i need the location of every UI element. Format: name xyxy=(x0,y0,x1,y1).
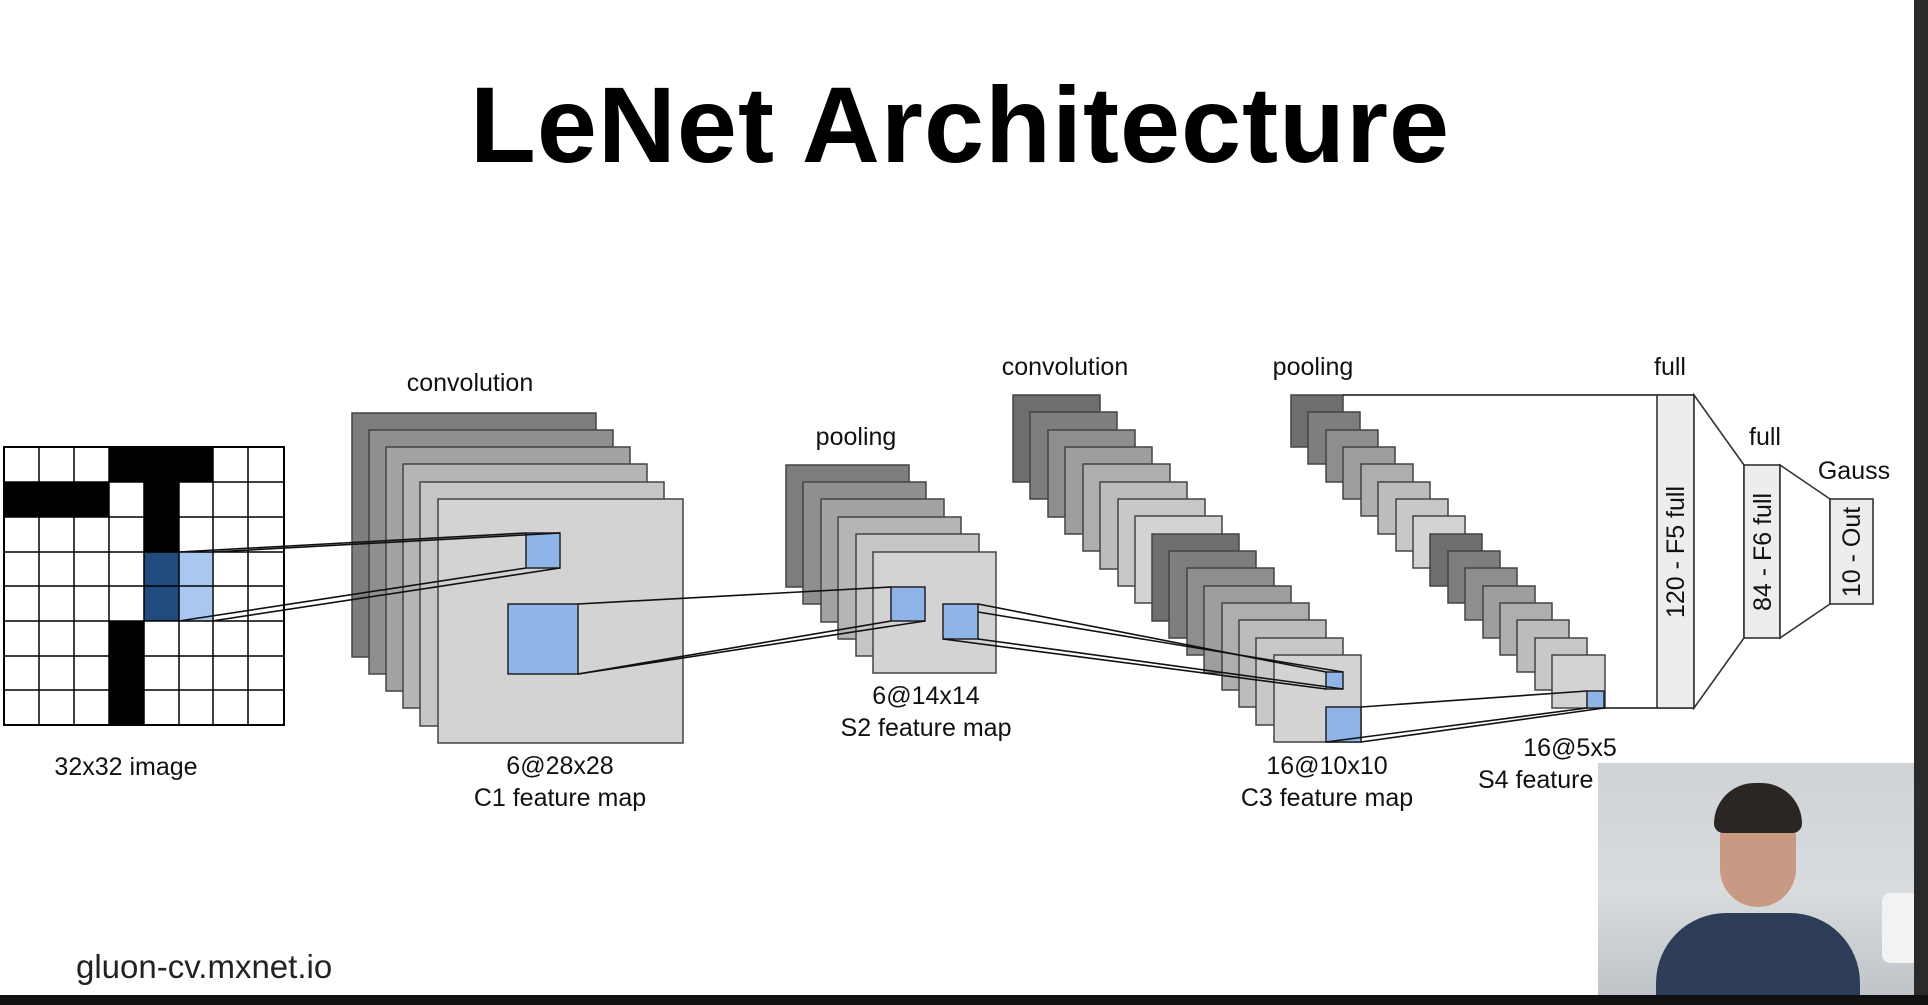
stage-caption: 6@28x28 xyxy=(506,752,613,780)
stage-caption: C1 feature map xyxy=(474,784,646,812)
c3-feature-maps xyxy=(1012,394,1362,743)
slide-title: LeNet Architecture xyxy=(469,64,1451,185)
stage-caption: S4 feature xyxy=(1478,766,1593,794)
stage-caption: C3 feature map xyxy=(1241,784,1413,812)
fc-top-label: full xyxy=(1654,353,1686,381)
lamp xyxy=(1882,893,1914,963)
connection-lines xyxy=(178,394,1694,743)
stage-top-label: pooling xyxy=(816,423,897,451)
presenter-body xyxy=(1656,913,1860,995)
fc-layer-label: 120 - F5 full xyxy=(1662,486,1690,618)
fc-top-label: Gauss xyxy=(1818,457,1890,485)
input-image-grid xyxy=(3,446,285,726)
right-edge-strip xyxy=(1914,0,1928,1005)
fc-layer-label: 10 - Out xyxy=(1838,507,1866,597)
stage-caption: 32x32 image xyxy=(54,753,197,781)
s4-feature-maps xyxy=(1290,394,1606,709)
fc-layers xyxy=(1656,392,1874,711)
presenter-hair xyxy=(1714,783,1802,833)
footer-url: gluon-cv.mxnet.io xyxy=(76,948,333,985)
stage-top-label: convolution xyxy=(1002,353,1128,381)
stage-caption: 16@10x10 xyxy=(1266,752,1387,780)
fc-layer-label: 84 - F6 full xyxy=(1749,493,1777,611)
stage-top-label: pooling xyxy=(1273,353,1354,381)
stage-caption: 16@5x5 xyxy=(1523,734,1617,762)
stage-caption: S2 feature map xyxy=(841,714,1012,742)
stage-top-label: convolution xyxy=(407,369,533,397)
presenter-webcam xyxy=(1598,763,1914,995)
bottom-bar xyxy=(0,995,1928,1005)
s2-feature-maps xyxy=(785,464,997,674)
c1-feature-maps xyxy=(351,412,684,744)
stage-caption: 6@14x14 xyxy=(872,682,979,710)
fc-top-label: full xyxy=(1749,423,1781,451)
